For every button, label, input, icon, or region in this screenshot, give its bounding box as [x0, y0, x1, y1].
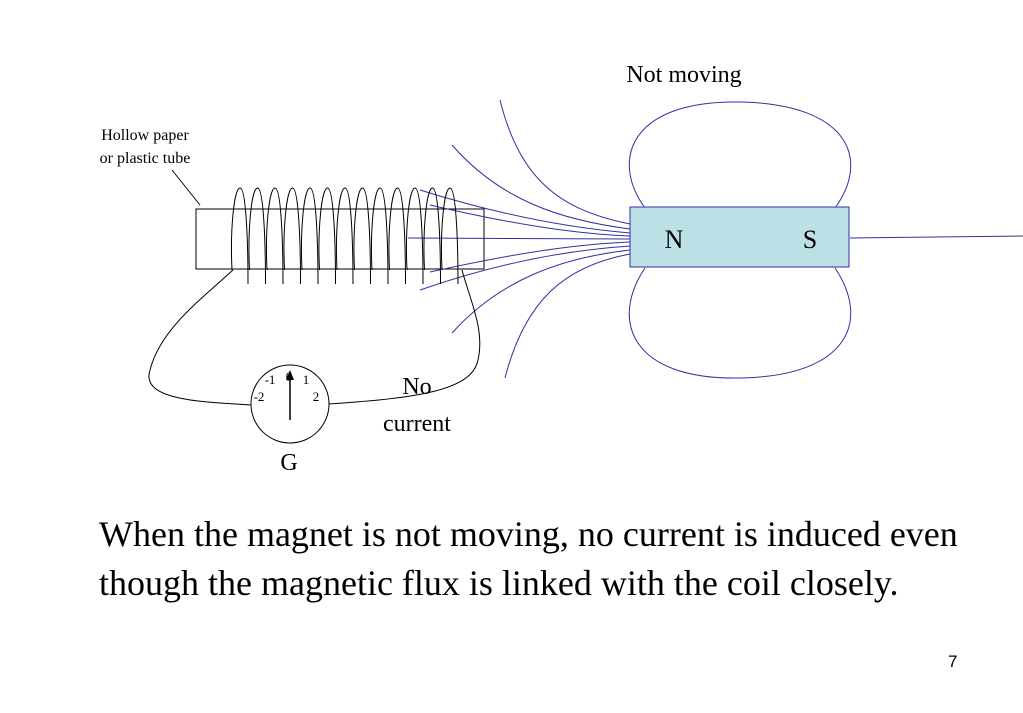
circuit-wires: [148, 269, 481, 406]
field-line: [504, 253, 631, 379]
coil-turn: [335, 187, 354, 285]
galvanometer: -2-1012: [250, 364, 330, 444]
galvanometer-scale-label: 2: [313, 389, 320, 404]
field-line: [419, 245, 631, 291]
north-pole-label: N: [665, 225, 684, 254]
state-label: Not moving: [626, 62, 741, 88]
coil-turn: [265, 187, 284, 285]
coil-turn: [248, 187, 266, 285]
coil: [230, 187, 459, 285]
galvanometer-scale-label: -2: [254, 389, 265, 404]
coil-turn: [423, 187, 441, 285]
coil-turn: [318, 187, 336, 285]
galvanometer-scale-label: 1: [303, 372, 310, 387]
magnetic-field-lines: [407, 99, 1023, 379]
field-line: [407, 237, 631, 240]
current-label-line2: current: [383, 411, 451, 437]
tube-leader-line: [171, 169, 201, 206]
tube: [195, 208, 485, 270]
field-line-south: [849, 235, 1023, 239]
page-number: 7: [948, 652, 958, 671]
current-label-line1: No: [402, 374, 431, 400]
coil-turn: [353, 187, 371, 285]
field-line-loop-top: [628, 101, 852, 209]
field-line: [429, 204, 631, 237]
coil-turn: [388, 187, 406, 285]
galvanometer-label: G: [280, 450, 297, 476]
wire-right: [327, 269, 481, 405]
field-line: [419, 189, 631, 234]
field-line: [451, 249, 631, 334]
coil-turn: [370, 187, 389, 285]
south-pole-label: S: [803, 225, 817, 254]
coil-turn: [230, 187, 249, 285]
wire-left: [148, 269, 253, 406]
field-line: [499, 99, 631, 225]
galvanometer-scale-label: -1: [265, 372, 276, 387]
galvanometer-needle-tip: [286, 370, 294, 380]
coil-turn: [300, 187, 319, 285]
caption: When the magnet is not moving, no curren…: [99, 514, 958, 603]
coil-turn: [440, 187, 459, 285]
tube-label-line1: Hollow paper: [101, 127, 189, 144]
coil-turn: [405, 187, 424, 285]
bar-magnet: [629, 206, 850, 268]
field-line-loop-bottom: [628, 267, 852, 379]
field-line: [451, 144, 631, 230]
coil-turn: [283, 187, 301, 285]
tube-label-line2: or plastic tube: [100, 150, 191, 167]
field-line: [429, 241, 631, 273]
